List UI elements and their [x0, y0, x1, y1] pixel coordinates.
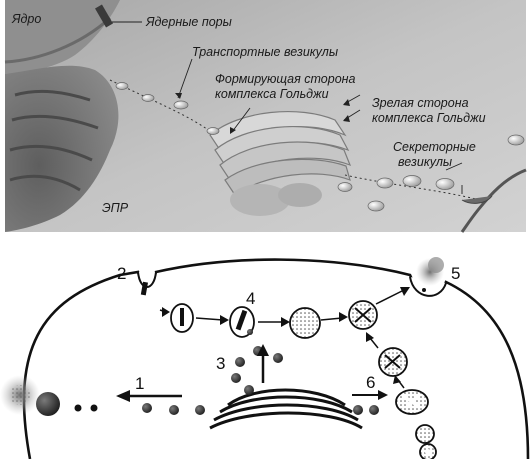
step-number-1: 1: [135, 375, 144, 393]
step-number-3: 3: [216, 355, 225, 373]
step1-dots: [75, 403, 206, 415]
label-secretory-2: везикулы: [398, 155, 452, 169]
label-secretory-1: Секреторные: [393, 140, 476, 154]
label-golgi-cis-2: комплекса Гольджи: [215, 87, 329, 101]
step-number-5: 5: [451, 265, 460, 283]
label-golgi-trans-2: комплекса Гольджи: [372, 111, 486, 125]
label-nucleus: Ядро: [12, 12, 41, 26]
label-er: ЭПР: [102, 201, 128, 215]
step-number-4: 4: [246, 290, 255, 308]
label-transport-vesicles: Транспортные везикулы: [192, 45, 338, 59]
label-golgi-trans-1: Зрелая сторона: [372, 96, 469, 110]
label-golgi-cis-1: Формирующая сторона: [215, 72, 356, 86]
step-number-6: 6: [366, 374, 375, 392]
step-number-2: 2: [117, 265, 126, 283]
golgi-arcs: [210, 390, 362, 428]
bottom-schematic: [0, 257, 528, 459]
label-nuclear-pores: Ядерные поры: [146, 15, 232, 29]
